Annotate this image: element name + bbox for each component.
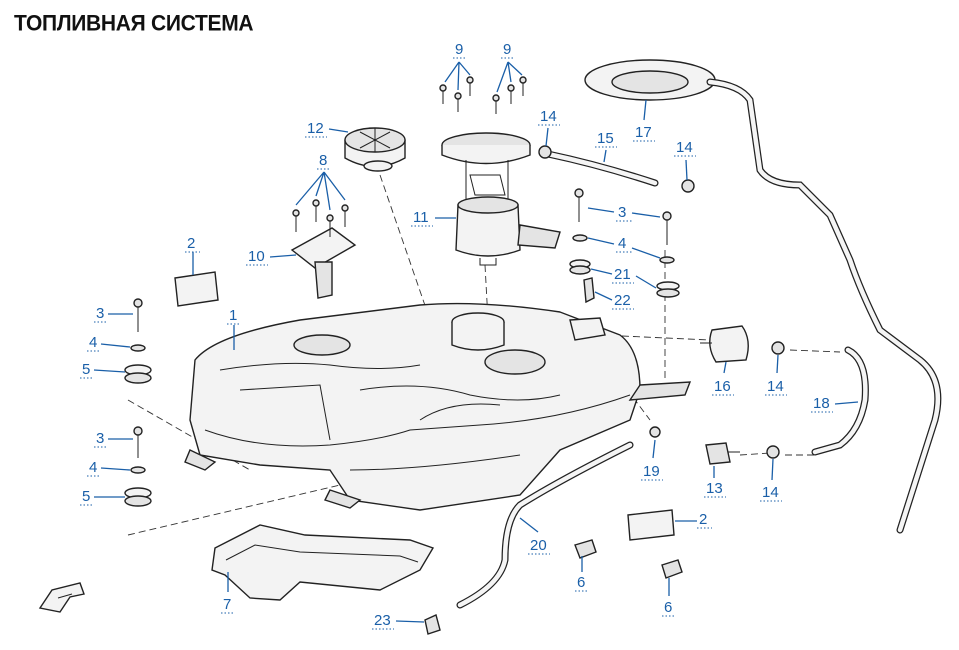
clips <box>424 539 683 635</box>
callouts: 1 2 2 3 3 3 4 4 4 5 <box>80 41 859 630</box>
callout-8: 8 <box>319 152 327 169</box>
callout-19: 19 <box>643 463 660 480</box>
callout-9-left: 9 <box>455 41 463 58</box>
callout-4-right: 4 <box>618 235 626 252</box>
callout-14-a: 14 <box>540 108 557 125</box>
insulation-pads <box>174 271 675 541</box>
fuel-pump <box>441 132 561 266</box>
pump-bolts <box>439 76 527 114</box>
callout-22: 22 <box>614 292 631 309</box>
callout-5-lower: 5 <box>82 488 90 505</box>
front-arrow-icon <box>38 582 85 613</box>
callout-3-right: 3 <box>618 204 626 221</box>
callout-3-upper: 3 <box>96 305 104 322</box>
callout-4-upper: 4 <box>89 334 97 351</box>
callout-13: 13 <box>706 480 723 497</box>
callout-16: 16 <box>714 378 731 395</box>
callout-15: 15 <box>597 130 614 147</box>
diagram-title: ТОПЛИВНАЯ СИСТЕМА <box>14 11 254 36</box>
right-mounts <box>569 188 680 304</box>
callout-7: 7 <box>223 596 231 613</box>
callout-3-lower: 3 <box>96 430 104 447</box>
vent-hose <box>538 145 695 193</box>
callout-17: 17 <box>635 124 652 141</box>
callout-2-right: 2 <box>699 511 707 528</box>
callout-5-upper: 5 <box>82 361 90 378</box>
callout-14-c: 14 <box>767 378 784 395</box>
callout-10: 10 <box>248 248 265 265</box>
callout-12: 12 <box>307 120 324 137</box>
callout-14-b: 14 <box>676 139 693 156</box>
callout-14-d: 14 <box>762 484 779 501</box>
callout-20: 20 <box>530 537 547 554</box>
left-mounts <box>124 298 152 507</box>
callout-11: 11 <box>413 209 429 226</box>
callout-6-right: 6 <box>664 599 672 616</box>
callout-1: 1 <box>229 307 237 324</box>
sensor <box>705 442 740 465</box>
callout-23: 23 <box>374 612 391 629</box>
drain-hose <box>456 426 661 609</box>
level-sender <box>290 199 357 299</box>
callout-6-left: 6 <box>577 574 585 591</box>
fuel-cap <box>344 127 406 172</box>
fuel-hose-18 <box>766 346 869 459</box>
fuel-filter <box>700 325 785 363</box>
callout-21: 21 <box>614 266 631 283</box>
fuel-tank <box>184 302 692 511</box>
callout-4-lower: 4 <box>89 459 97 476</box>
callout-2-top: 2 <box>187 235 195 252</box>
heat-shield <box>211 524 435 601</box>
callout-9-right: 9 <box>503 41 511 58</box>
vent-line-17 <box>584 59 942 534</box>
callout-18: 18 <box>813 395 830 412</box>
